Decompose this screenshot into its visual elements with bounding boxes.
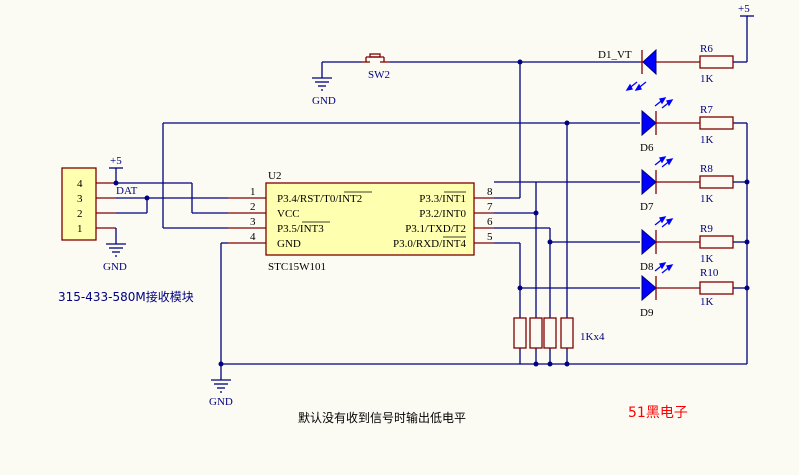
led-d7 bbox=[494, 156, 700, 196]
led-d6 bbox=[163, 97, 700, 137]
pin-3-name: P3.5/INT3 bbox=[277, 223, 324, 235]
pulldown-resistor-network bbox=[513, 317, 574, 349]
resistor-r7-value: 1K bbox=[700, 134, 714, 146]
switch-sw2 bbox=[322, 53, 640, 65]
led-d7-ref: D7 bbox=[640, 201, 654, 213]
pin-2-name: VCC bbox=[277, 208, 300, 220]
ground-label-bus: GND bbox=[209, 396, 233, 408]
pin-7-name: P3.2/INT0 bbox=[419, 208, 466, 220]
resistor-r8-ref: R8 bbox=[700, 163, 713, 175]
pin-5-name: P3.0/RXD/INT4 bbox=[393, 238, 467, 250]
resistor-r8-value: 1K bbox=[700, 193, 714, 205]
led-d8 bbox=[550, 216, 700, 256]
chip-ref: U2 bbox=[268, 170, 281, 182]
power-label-module: +5 bbox=[110, 155, 122, 167]
ground-symbol-switch bbox=[312, 62, 332, 91]
led-d6-ref: D6 bbox=[640, 142, 654, 154]
ground-bus bbox=[211, 242, 747, 393]
led-d9-ref: D9 bbox=[640, 307, 654, 319]
ground-label-module: GND bbox=[103, 261, 127, 273]
module-caption: 315-433-580M接收模块 bbox=[58, 289, 194, 304]
diode-ref: D1_VT bbox=[598, 49, 632, 61]
connector-pin-3: 3 bbox=[77, 193, 83, 205]
chip-part: STC15W101 bbox=[268, 261, 326, 273]
resistor-r10-value: 1K bbox=[700, 296, 714, 308]
resistor-r6-value: 1K bbox=[700, 73, 714, 85]
dat-net-label: DAT bbox=[116, 185, 138, 197]
resistor-r6 bbox=[699, 55, 734, 69]
resistor-r9 bbox=[699, 235, 734, 249]
pin-2-num: 2 bbox=[250, 201, 256, 213]
overbars-left bbox=[302, 191, 372, 223]
led-anode-rail bbox=[733, 122, 750, 364]
chip-left-pin-lines bbox=[228, 197, 266, 244]
module-connector bbox=[61, 167, 116, 241]
mcu-chip-body bbox=[265, 182, 475, 256]
pin-6-name: P3.1/TXD/T2 bbox=[405, 223, 466, 235]
resistor-r9-ref: R9 bbox=[700, 223, 713, 235]
power-label-top: +5 bbox=[738, 3, 750, 15]
pin-1-num: 1 bbox=[250, 186, 256, 198]
resistor-r10 bbox=[699, 281, 734, 295]
pin-1-name: P3.4/RST/T0/INT2 bbox=[277, 193, 362, 205]
connector-pin-1: 1 bbox=[77, 223, 83, 235]
led-d8-ref: D8 bbox=[640, 261, 654, 273]
pin-3-num: 3 bbox=[250, 216, 256, 228]
top-power-rail bbox=[733, 15, 754, 63]
brand-label: 51黑电子 bbox=[628, 405, 688, 421]
ground-label-switch: GND bbox=[312, 95, 336, 107]
overbars-right bbox=[443, 191, 466, 238]
module-wiring bbox=[106, 123, 228, 257]
led-d9 bbox=[520, 262, 700, 302]
pin-4-num: 4 bbox=[250, 231, 256, 243]
resistor-r6-ref: R6 bbox=[700, 43, 713, 55]
pin-4-name: GND bbox=[277, 238, 301, 250]
pulldown-value: 1Kx4 bbox=[580, 331, 605, 343]
mcu-output-wiring bbox=[494, 62, 570, 367]
pin-8-num: 8 bbox=[487, 186, 493, 198]
resistor-r10-ref: R10 bbox=[700, 267, 719, 279]
resistor-r7 bbox=[699, 116, 734, 130]
switch-ref: SW2 bbox=[368, 69, 390, 81]
resistor-r9-value: 1K bbox=[700, 253, 714, 265]
resistor-r8 bbox=[699, 175, 734, 189]
default-state-note: 默认没有收到信号时输出低电平 bbox=[298, 410, 466, 425]
pin-6-num: 6 bbox=[487, 216, 493, 228]
connector-pin-4: 4 bbox=[77, 178, 83, 190]
chip-right-pin-lines bbox=[474, 197, 494, 244]
pin-7-num: 7 bbox=[487, 201, 493, 213]
resistor-r7-ref: R7 bbox=[700, 104, 713, 116]
pin-8-name: P3.3/INT1 bbox=[419, 193, 466, 205]
connector-pin-2: 2 bbox=[77, 208, 83, 220]
pin-5-num: 5 bbox=[487, 231, 493, 243]
diode-d1-vt bbox=[640, 48, 700, 76]
d1-emission-arrows bbox=[625, 81, 647, 91]
